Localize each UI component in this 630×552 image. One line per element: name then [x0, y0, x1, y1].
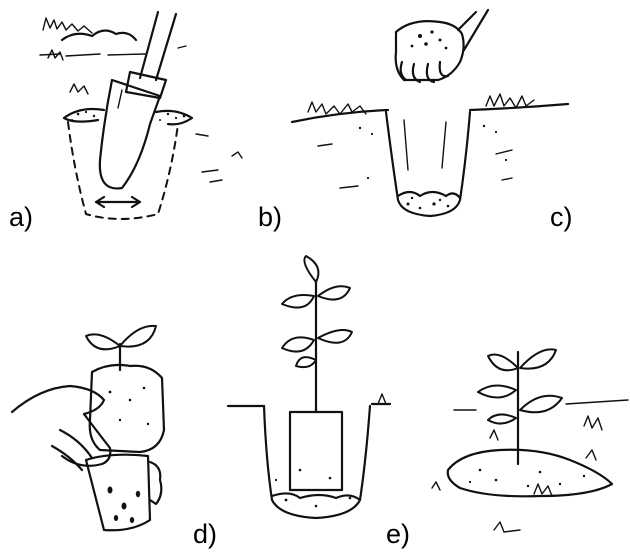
grass-tuft — [486, 94, 534, 108]
panel-label-a: a) — [9, 204, 33, 231]
leaf — [120, 326, 156, 347]
soil-speckles — [109, 387, 150, 425]
grass-tuft — [202, 152, 242, 182]
hand-outline — [396, 21, 464, 80]
leaf — [478, 385, 516, 397]
soil-at-bottom — [398, 192, 460, 198]
leaf — [488, 355, 518, 371]
grass-tuft — [178, 46, 186, 48]
panel-label-d: d) — [193, 521, 217, 548]
ground-line — [40, 54, 145, 56]
grass-tuft — [584, 416, 602, 430]
ground-surface — [228, 404, 390, 406]
soil-speckles — [275, 469, 351, 508]
leaf — [488, 414, 516, 423]
spade-socket — [126, 72, 166, 98]
bush-outline — [62, 30, 136, 40]
panel-label-c: c) — [550, 204, 573, 231]
soil-speckles — [359, 125, 507, 210]
leaf — [282, 295, 314, 308]
ground-mark — [196, 134, 208, 136]
pot-holes — [108, 487, 141, 524]
leaf — [318, 286, 350, 299]
blade-rib — [118, 90, 122, 108]
panel-planted-in-hole — [228, 256, 390, 518]
panel-label-b: b) — [258, 204, 282, 231]
hand-outline — [150, 462, 161, 504]
hand-outline — [12, 386, 110, 466]
leaf — [86, 334, 120, 349]
hole-wall — [386, 112, 470, 216]
leaf — [282, 337, 314, 351]
root-ball — [90, 365, 164, 452]
soil-speckles — [469, 469, 585, 487]
panel-e-illustration — [432, 349, 628, 532]
grass-tuft — [378, 394, 386, 404]
compost-in-hand — [411, 30, 448, 49]
panel-d-illustration — [12, 326, 164, 530]
leaf — [296, 357, 316, 367]
leaf — [318, 330, 352, 343]
grass-tuft — [43, 18, 92, 33]
leaf — [304, 256, 318, 282]
soil-rim — [64, 109, 192, 124]
grass-tuft — [48, 50, 63, 60]
grass-tuft — [490, 430, 596, 460]
grass-tuft — [432, 482, 520, 532]
leaf — [520, 349, 556, 368]
panel-c-illustration — [292, 10, 568, 216]
panel-a-illustration — [40, 12, 242, 219]
hole-wall — [264, 406, 370, 518]
grass-tuft — [534, 484, 552, 496]
ground-mark — [318, 144, 512, 188]
soil-speckles — [71, 111, 185, 121]
leaf — [520, 396, 562, 413]
hole-outline-dashed — [68, 122, 178, 219]
panel-label-e: e) — [386, 521, 410, 548]
width-arrow — [96, 197, 140, 207]
hole-inner-lines — [404, 120, 446, 170]
spade-handle — [140, 12, 176, 80]
root-ball — [290, 412, 342, 490]
grass-tuft — [70, 84, 88, 94]
